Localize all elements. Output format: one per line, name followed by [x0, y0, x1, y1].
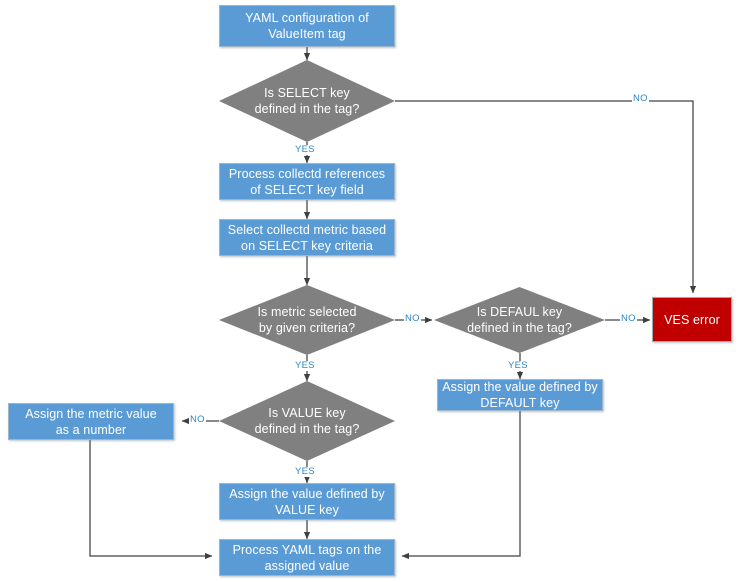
node-assign-value-text: Assign the value defined by VALUE key: [229, 486, 385, 518]
node-decision-value-line2: defined in the tag?: [254, 422, 360, 436]
node-assign-default-text: Assign the value defined by DEFAULT key: [442, 379, 598, 411]
node-decision-default-line2: defined in the tag?: [467, 321, 572, 335]
edge-select-no: [395, 100, 697, 294]
node-decision-default-line1: Is DEFAUL key: [476, 305, 563, 319]
node-start-line1: YAML configuration of: [245, 11, 369, 25]
node-decision-value: Is VALUE key defined in the tag?: [219, 381, 395, 461]
edge-label-default-yes: YES: [507, 360, 529, 371]
node-process-yaml-tags-line2: assigned value: [264, 558, 350, 573]
node-assign-value-line1: Assign the value defined by: [229, 486, 385, 501]
node-decision-default-text: Is DEFAUL key defined in the tag?: [459, 304, 580, 336]
diamond-shape: [434, 287, 605, 353]
node-assign-value-line2: VALUE key: [275, 502, 339, 517]
node-assign-number-line2: as a number: [55, 422, 127, 437]
node-process-select-metric-text: Select collectd metric based on SELECT k…: [228, 222, 386, 254]
node-decision-default: Is DEFAUL key defined in the tag?: [434, 287, 605, 353]
node-process-select-metric-line1: Select collectd metric based: [227, 222, 387, 237]
node-decision-value-line1: Is VALUE key: [268, 406, 346, 420]
edge-label-value-yes: YES: [294, 466, 316, 477]
node-assign-default-line1: Assign the value defined by: [442, 380, 598, 394]
node-assign-value: Assign the value defined by VALUE key: [219, 483, 395, 520]
diamond-shape: [219, 60, 395, 142]
node-start: YAML configuration of ValueItem tag: [219, 5, 395, 47]
edge-label-metric-yes: YES: [294, 360, 316, 371]
node-assign-number: Assign the metric value as a number: [8, 403, 174, 440]
node-process-references: Process collectd references of SELECT ke…: [219, 163, 395, 200]
node-decision-metric-line1: Is metric selected: [257, 305, 357, 319]
node-decision-select: Is SELECT key defined in the tag?: [219, 60, 395, 142]
node-process-references-line1: Process collectd references: [228, 166, 386, 181]
node-start-line2: ValueItem tag: [268, 27, 346, 41]
node-ves-error-label: VES error: [664, 312, 720, 327]
node-process-references-line2: of SELECT key field: [250, 182, 364, 197]
node-assign-default: Assign the value defined by DEFAULT key: [437, 379, 603, 411]
node-process-yaml-tags-text: Process YAML tags on the assigned value: [233, 542, 382, 574]
diamond-shape: [219, 285, 395, 355]
edge-label-metric-no: NO: [404, 313, 421, 324]
node-assign-default-line2: DEFAULT key: [480, 396, 560, 410]
edge-number-to-process: [89, 440, 213, 560]
node-process-references-text: Process collectd references of SELECT ke…: [229, 166, 385, 198]
diamond-shape: [219, 381, 395, 461]
node-ves-error: VES error: [652, 297, 732, 342]
node-decision-select-line2: defined in the tag?: [254, 102, 360, 116]
node-decision-select-line1: Is SELECT key: [264, 86, 350, 100]
node-decision-metric-line2: by given criteria?: [258, 321, 356, 335]
node-decision-select-text: Is SELECT key defined in the tag?: [247, 85, 368, 117]
edge-label-value-no: NO: [189, 414, 206, 425]
edge-default-to-process: [401, 411, 521, 560]
node-process-select-metric-line2: on SELECT key criteria: [241, 238, 373, 253]
node-process-yaml-tags-line1: Process YAML tags on the: [232, 542, 382, 557]
edge-label-select-yes: YES: [294, 144, 316, 155]
node-process-select-metric: Select collectd metric based on SELECT k…: [219, 219, 395, 256]
node-decision-metric-text: Is metric selected by given criteria?: [249, 304, 364, 336]
edge-label-default-no: NO: [620, 313, 637, 324]
node-decision-metric: Is metric selected by given criteria?: [219, 285, 395, 355]
node-assign-number-text: Assign the metric value as a number: [25, 406, 157, 438]
node-assign-number-line1: Assign the metric value: [25, 406, 157, 421]
node-process-yaml-tags: Process YAML tags on the assigned value: [219, 539, 395, 576]
node-start-text: YAML configuration of ValueItem tag: [245, 10, 369, 42]
edge-label-select-no: NO: [632, 93, 649, 104]
node-decision-value-text: Is VALUE key defined in the tag?: [247, 405, 368, 437]
